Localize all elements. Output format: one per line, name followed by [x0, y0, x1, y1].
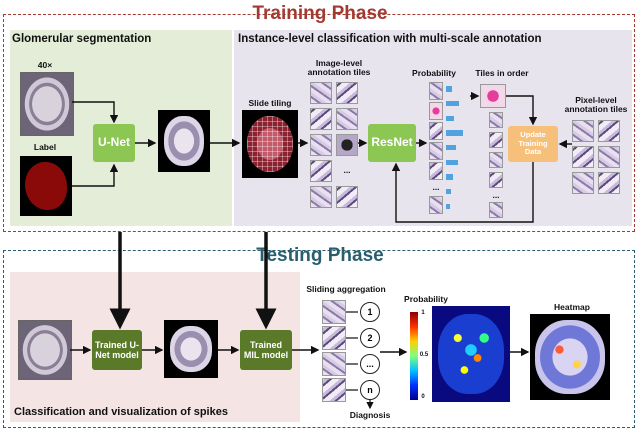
ordered-tile — [489, 112, 503, 128]
probability-bar — [446, 159, 458, 165]
test-segmented-glomerulus — [170, 326, 212, 372]
probability-bar — [446, 115, 455, 121]
pixel-tile — [572, 172, 594, 194]
sorted-tile — [429, 102, 443, 120]
test-segmented-output — [164, 320, 218, 378]
label-caption: Label — [33, 142, 57, 152]
image-tile — [310, 160, 332, 182]
image-tile — [336, 186, 358, 208]
glomerulus-image — [20, 72, 74, 136]
heatmap-image — [530, 314, 610, 400]
probability-label: Probability — [412, 68, 456, 78]
image-tile — [310, 186, 332, 208]
colorbar-tick-0: 0 — [421, 394, 425, 400]
sorted-tile — [429, 122, 443, 140]
sorted-tile — [429, 82, 443, 100]
pixel-tile — [598, 146, 620, 168]
ordered-tile-top — [480, 84, 506, 108]
node-label: n — [367, 385, 373, 395]
ordered-tile — [489, 132, 503, 148]
test-probability-label: Probability — [404, 294, 448, 304]
testing-phase-border — [3, 250, 635, 428]
ordered-tile — [489, 202, 503, 218]
tiled-slide — [242, 110, 298, 178]
node-label: 2 — [367, 333, 373, 343]
image-tile — [310, 134, 332, 156]
resnet-box: ResNet — [368, 124, 416, 162]
sliding-tile — [322, 326, 346, 350]
slide-tiling-label: Slide tiling — [248, 98, 292, 108]
segmented-glomerulus — [164, 116, 204, 166]
segmented-output — [158, 110, 210, 172]
trained-mil-box: Trained MIL model — [240, 330, 292, 370]
colorbar-tick-1: 1 — [421, 310, 425, 316]
probability-bar — [446, 203, 450, 209]
probability-ellipsis: ... — [432, 182, 440, 192]
probability-bars — [446, 82, 470, 214]
mask-shape — [25, 162, 67, 210]
node-label: 1 — [367, 307, 373, 317]
image-tile — [336, 82, 358, 104]
training-phase-title: Training Phase — [252, 3, 388, 24]
sorted-tile — [429, 142, 443, 160]
sorted-tile — [429, 196, 443, 214]
magnification-label: 40× — [37, 60, 53, 70]
training-phase-border — [3, 14, 635, 232]
sliding-tile — [322, 300, 346, 324]
sliding-tile — [322, 352, 346, 376]
bottom-caption: Classification and visualization of spik… — [14, 406, 228, 418]
probability-bar — [446, 130, 463, 136]
pixel-tile — [598, 120, 620, 142]
segmentation-title: Glomerular segmentation — [12, 33, 152, 45]
tiled-glomerulus — [247, 116, 293, 172]
pixel-tile — [598, 172, 620, 194]
unet-box: U-Net — [93, 124, 135, 162]
pixel-tile — [572, 146, 594, 168]
probability-bar — [446, 189, 451, 195]
image-tiles-title: Image-level annotation tiles — [307, 58, 371, 78]
node-1: 1 — [360, 302, 380, 322]
heatmap-glomerulus — [535, 320, 605, 394]
trained-unet-box: Trained U-Net model — [92, 330, 142, 370]
probability-bar — [446, 145, 456, 151]
ordered-tile — [489, 152, 503, 168]
colorbar-tick-mid: 0.5 — [419, 352, 429, 358]
sliding-aggregation-label: Sliding aggregation — [306, 284, 386, 294]
image-tile — [310, 108, 332, 130]
sorted-tile — [429, 162, 443, 180]
testing-phase-title: Testing Phase — [256, 245, 384, 266]
image-tile — [310, 82, 332, 104]
classification-title: Instance-level classification with multi… — [238, 33, 542, 45]
probability-bar — [446, 86, 452, 92]
node-label: ... — [366, 359, 374, 369]
probability-map-blob — [438, 314, 504, 394]
colorbar — [410, 312, 418, 400]
image-tile — [336, 134, 358, 156]
node-2: 2 — [360, 328, 380, 348]
node-n: n — [360, 380, 380, 400]
tiles-ellipsis: ... — [343, 165, 351, 175]
update-training-data-box: Update Training Data — [508, 126, 558, 162]
pixel-tile — [572, 120, 594, 142]
tiles-in-order-label: Tiles in order — [475, 68, 529, 78]
probability-bar — [446, 174, 454, 180]
label-mask — [20, 156, 72, 216]
pixel-tiles-title: Pixel-level annotation tiles — [564, 95, 628, 115]
sliding-tile — [322, 378, 346, 402]
ordered-ellipsis: ... — [492, 190, 500, 200]
heatmap-label: Heatmap — [554, 302, 590, 312]
diagnosis-label: Diagnosis — [349, 410, 391, 420]
probability-map — [432, 306, 510, 402]
node-ellipsis: ... — [360, 354, 380, 374]
probability-bar — [446, 101, 460, 107]
test-input-image — [18, 320, 72, 380]
ordered-tile — [489, 172, 503, 188]
image-tile — [336, 108, 358, 130]
